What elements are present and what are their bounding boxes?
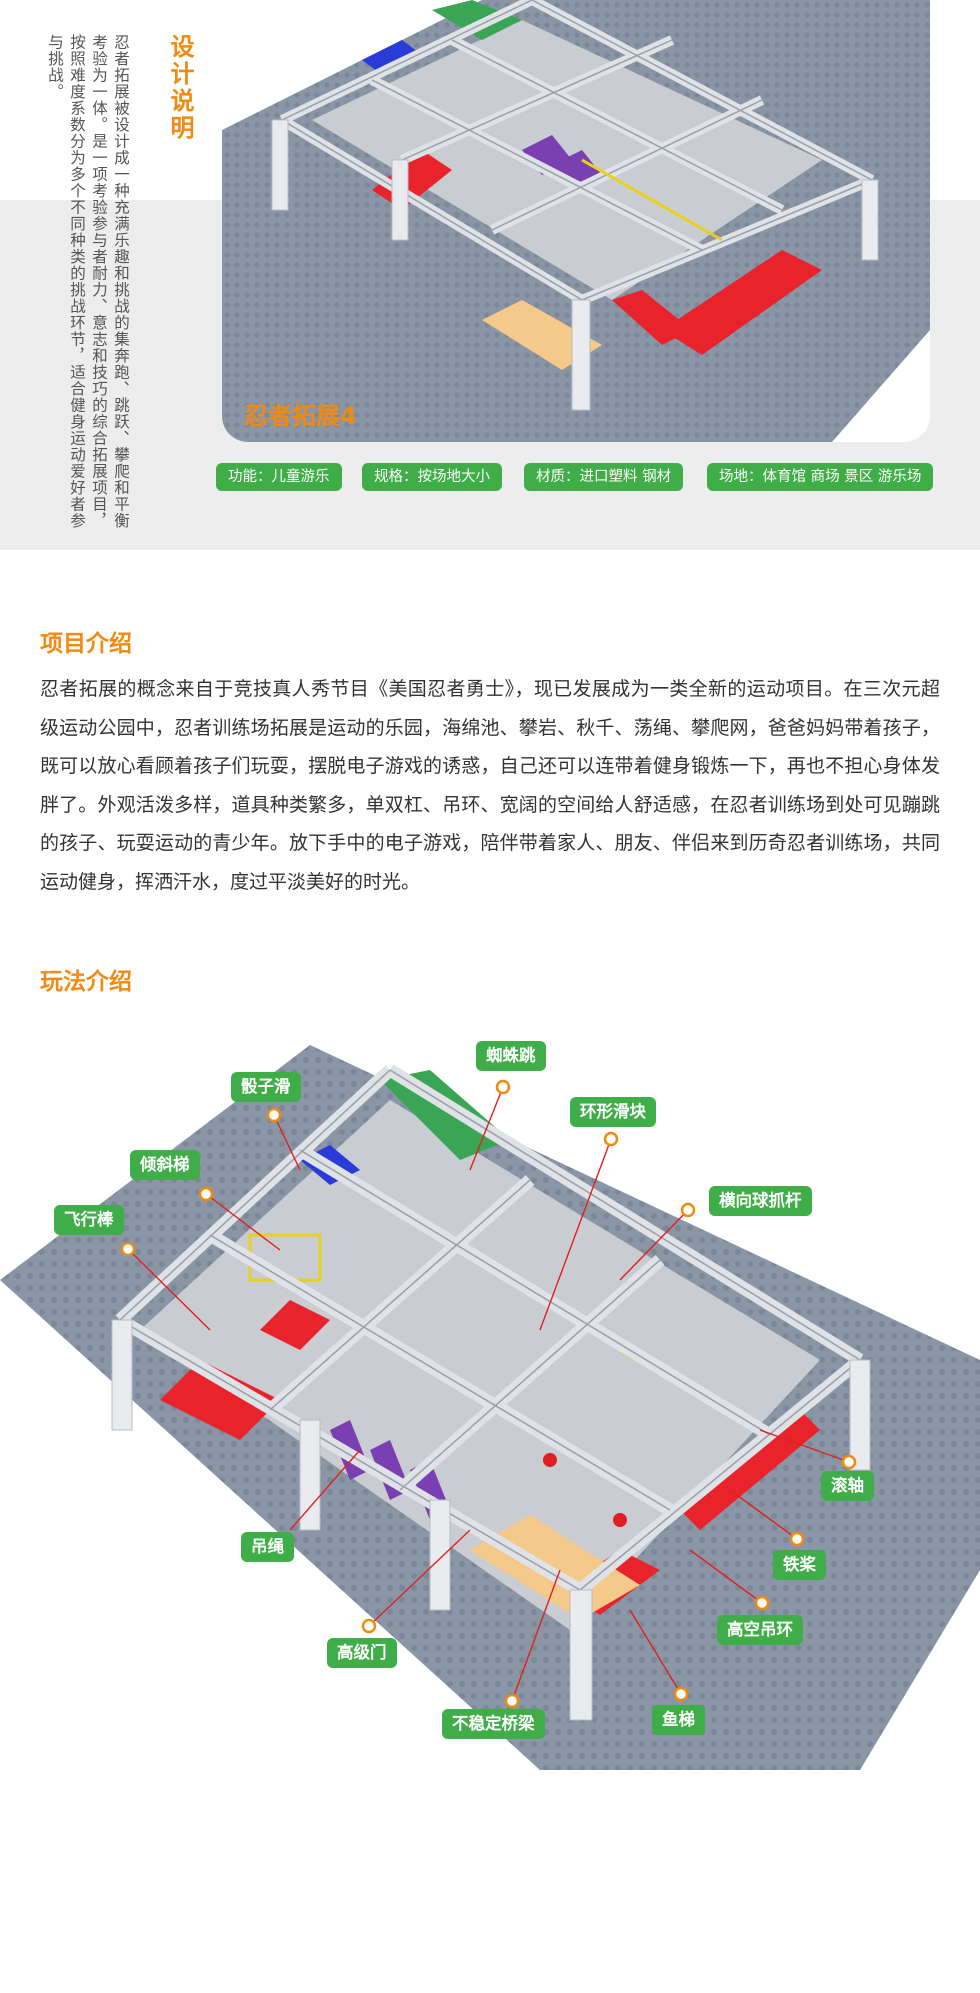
hero-image-card: 忍者拓展4 (222, 0, 930, 442)
label-high-rings: 高空吊环 (717, 1615, 803, 1645)
label-unstable-bridge: 不稳定桥梁 (442, 1709, 545, 1739)
ninja-course-render-large (0, 1045, 980, 1770)
tag-material: 材质：进口塑料 钢材 (524, 463, 684, 491)
play-title: 玩法介绍 (40, 969, 132, 995)
label-iron-paddle: 铁桨 (773, 1550, 826, 1580)
label-hanging-rope: 吊绳 (241, 1532, 294, 1562)
ninja-course-render-small (222, 0, 930, 442)
label-fish-ladder: 鱼梯 (652, 1705, 705, 1735)
label-ring-slider: 环形滑块 (570, 1097, 656, 1127)
intro-title: 项目介绍 (40, 631, 132, 657)
intro-text: 忍者拓展的概念来自于竞技真人秀节目《美国忍者勇士》，现已发展成为一类全新的运动项… (40, 678, 940, 893)
design-description: 忍者拓展被设计成一种充满乐趣和挑战的集奔跑、跳跃、攀爬和平衡考验为一体。是一项考… (46, 34, 130, 529)
label-slant-ladder: 倾斜梯 (130, 1150, 200, 1180)
label-ball-grab-bar: 横向球抓杆 (709, 1186, 812, 1216)
tag-venue: 场地：体育馆 商场 景区 游乐场 (707, 463, 934, 491)
tag-function: 功能：儿童游乐 (216, 463, 342, 491)
label-advanced-door: 高级门 (327, 1638, 397, 1668)
label-spider-jump: 蜘蛛跳 (476, 1041, 546, 1071)
label-dice-slide: 骰子滑 (231, 1072, 301, 1102)
design-title: 设计说明 (166, 34, 194, 142)
hero-label: 忍者拓展4 (244, 402, 357, 430)
label-roller: 滚轴 (821, 1471, 874, 1501)
spec-tags: 功能：儿童游乐 规格：按场地大小 材质：进口塑料 钢材 场地：体育馆 商场 景区… (0, 463, 980, 493)
tag-spec: 规格：按场地大小 (362, 463, 502, 491)
label-flying-bar: 飞行棒 (54, 1205, 124, 1235)
play-scene: 蜘蛛跳 骰子滑 环形滑块 倾斜梯 横向球抓杆 飞行棒 滚轴 吊绳 铁桨 高空吊环… (0, 1030, 980, 1794)
